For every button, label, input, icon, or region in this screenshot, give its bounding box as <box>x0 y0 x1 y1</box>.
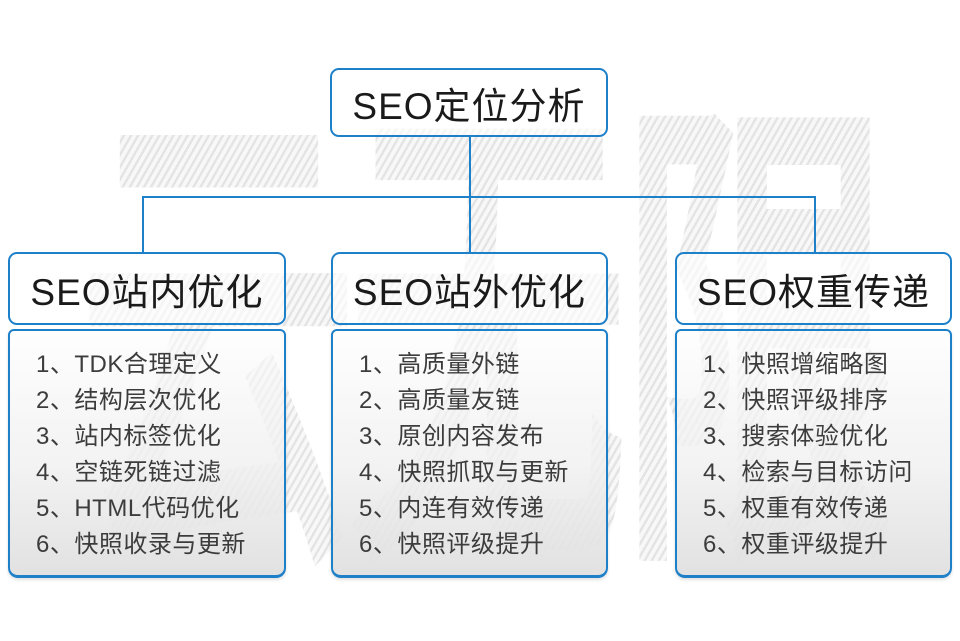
branch-node-onsite: SEO站内优化 <box>8 252 286 325</box>
list-item: 4、空链死链过滤 <box>36 459 222 486</box>
list-item: 4、快照抓取与更新 <box>359 459 569 486</box>
root-node-seo-positioning: SEO定位分析 <box>330 68 608 137</box>
list-item: 6、快照评级提升 <box>359 531 545 558</box>
list-item: 5、HTML代码优化 <box>36 495 240 522</box>
weight-item-list: 1、快照增缩略图 2、快照评级排序 3、搜索体验优化 4、检索与目标访问 5、权… <box>677 331 950 563</box>
panel-weight-items: 1、快照增缩略图 2、快照评级排序 3、搜索体验优化 4、检索与目标访问 5、权… <box>675 329 952 578</box>
branch-node-offsite-label: SEO站外优化 <box>352 271 587 313</box>
list-item: 5、内连有效传递 <box>359 495 545 522</box>
connector-drop-weight <box>814 196 816 253</box>
list-item: 4、检索与目标访问 <box>703 459 913 486</box>
root-node-label: SEO定位分析 <box>352 85 586 127</box>
list-item: 3、站内标签优化 <box>36 423 222 450</box>
list-item: 5、权重有效传递 <box>703 495 889 522</box>
branch-node-onsite-label: SEO站内优化 <box>30 271 264 313</box>
onsite-item-list: 1、TDK合理定义 2、结构层次优化 3、站内标签优化 4、空链死链过滤 5、H… <box>10 331 284 563</box>
list-item: 2、高质量友链 <box>359 387 520 414</box>
offsite-item-list: 1、高质量外链 2、高质量友链 3、原创内容发布 4、快照抓取与更新 5、内连有… <box>333 331 606 563</box>
panel-onsite-items: 1、TDK合理定义 2、结构层次优化 3、站内标签优化 4、空链死链过滤 5、H… <box>8 329 286 578</box>
list-item: 3、原创内容发布 <box>359 423 545 450</box>
connector-root-stem <box>469 137 471 197</box>
panel-offsite-items: 1、高质量外链 2、高质量友链 3、原创内容发布 4、快照抓取与更新 5、内连有… <box>331 329 608 578</box>
list-item: 3、搜索体验优化 <box>703 423 889 450</box>
connector-horizontal-rail <box>142 196 816 198</box>
list-item: 1、TDK合理定义 <box>36 351 222 378</box>
branch-node-weight: SEO权重传递 <box>675 252 952 325</box>
connector-drop-onsite <box>142 196 144 253</box>
list-item: 1、高质量外链 <box>359 351 520 378</box>
list-item: 2、结构层次优化 <box>36 387 222 414</box>
list-item: 6、快照收录与更新 <box>36 531 246 558</box>
list-item: 1、快照增缩略图 <box>703 351 889 378</box>
list-item: 6、权重评级提升 <box>703 531 889 558</box>
branch-node-offsite: SEO站外优化 <box>331 252 608 325</box>
list-item: 2、快照评级排序 <box>703 387 889 414</box>
branch-node-weight-label: SEO权重传递 <box>696 271 931 313</box>
connector-drop-offsite <box>469 196 471 253</box>
